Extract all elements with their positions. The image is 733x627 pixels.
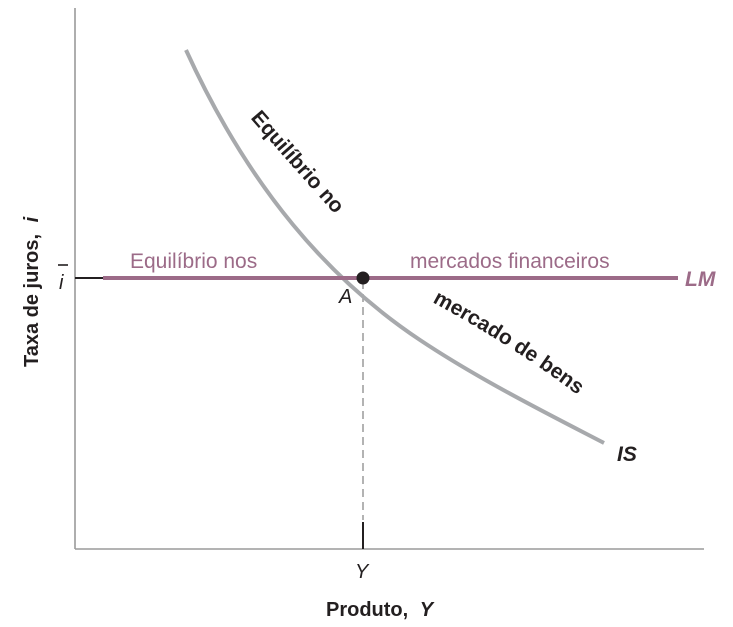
y-tick-label: Y (355, 561, 370, 583)
lm-text-right: mercados financeiros (410, 250, 610, 273)
lm-label: LM (685, 268, 716, 291)
x-axis-variable: Y (420, 599, 435, 621)
y-axis-variable: i (21, 216, 43, 222)
is-text-upper: Equilíbrio no (246, 106, 348, 217)
is-label: IS (617, 443, 637, 466)
is-curve (184, 49, 605, 445)
y-axis-title: Taxa de juros, i (21, 216, 43, 367)
is-text-upper-path: Equilíbrio no (246, 106, 348, 217)
i-bar-label: i (59, 272, 64, 294)
x-axis-title-text: Produto, (326, 599, 408, 621)
equilibrium-point (356, 271, 370, 285)
x-axis-title: Produto, Y (326, 599, 435, 621)
lm-text-left: Equilíbrio nos (130, 250, 257, 273)
is-text-lower-path: mercado de bens (430, 286, 589, 399)
is-text-lower: mercado de bens (430, 286, 589, 399)
point-a-label: A (338, 286, 352, 308)
y-axis-title-text: Taxa de juros, (21, 234, 43, 367)
